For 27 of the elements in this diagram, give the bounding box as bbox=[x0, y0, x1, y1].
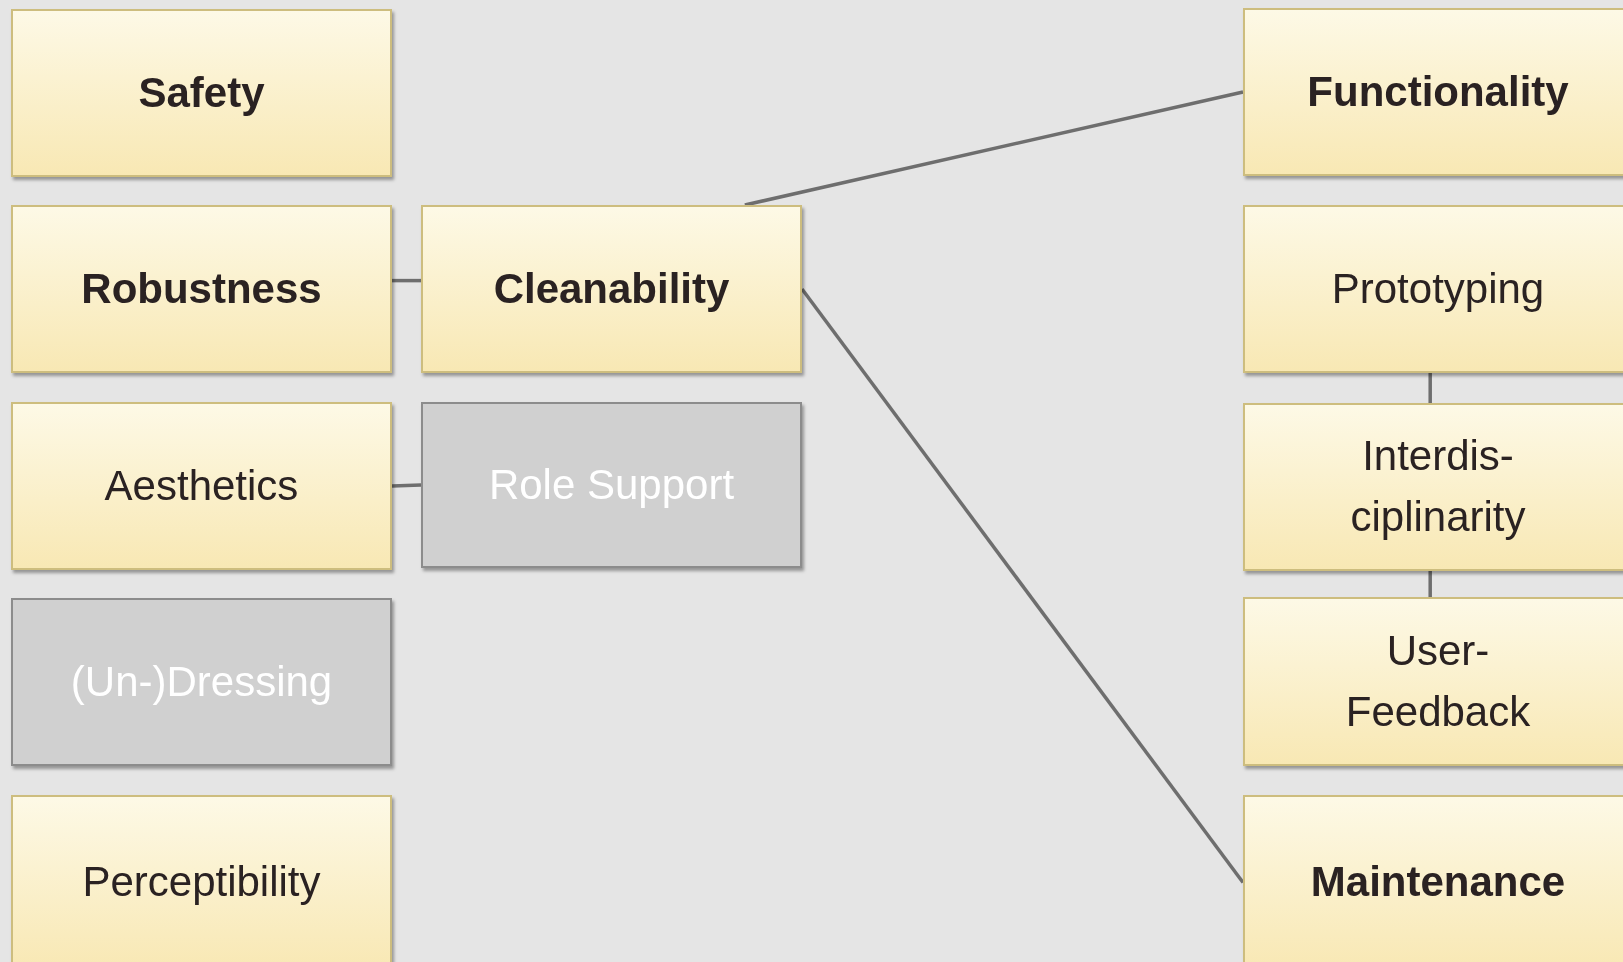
topic-box bbox=[1243, 403, 1623, 571]
topic-box bbox=[11, 795, 392, 962]
topic-label: Functionality bbox=[1306, 66, 1570, 117]
connector-line bbox=[744, 90, 1244, 207]
topic-box bbox=[11, 9, 392, 177]
topic-label: Interdis- ciplinarity bbox=[1349, 431, 1527, 542]
topic-label: Cleanability bbox=[492, 263, 731, 314]
topic-label: User- Feedback bbox=[1344, 625, 1532, 737]
topic-box bbox=[1243, 795, 1623, 962]
topic-label: Safety bbox=[137, 67, 266, 118]
topic-label: Maintenance bbox=[1309, 857, 1567, 908]
topic-box bbox=[11, 402, 392, 570]
topic-label: Prototyping bbox=[1330, 263, 1546, 314]
topic-box bbox=[1243, 8, 1623, 176]
topic-box bbox=[11, 205, 392, 373]
inactive-topic-box bbox=[421, 402, 802, 568]
inactive-topic-box bbox=[11, 598, 392, 766]
connector-line bbox=[391, 483, 422, 488]
connector-line bbox=[1428, 373, 1432, 403]
topic-label: Robustness bbox=[80, 263, 323, 314]
connector-line bbox=[392, 278, 421, 283]
topic-box bbox=[1243, 205, 1623, 373]
topic-label: Perceptibility bbox=[81, 857, 322, 908]
connector-line bbox=[1428, 571, 1432, 597]
topic-label: Aesthetics bbox=[103, 460, 300, 511]
topic-box bbox=[1243, 597, 1623, 766]
topic-box bbox=[421, 205, 802, 373]
